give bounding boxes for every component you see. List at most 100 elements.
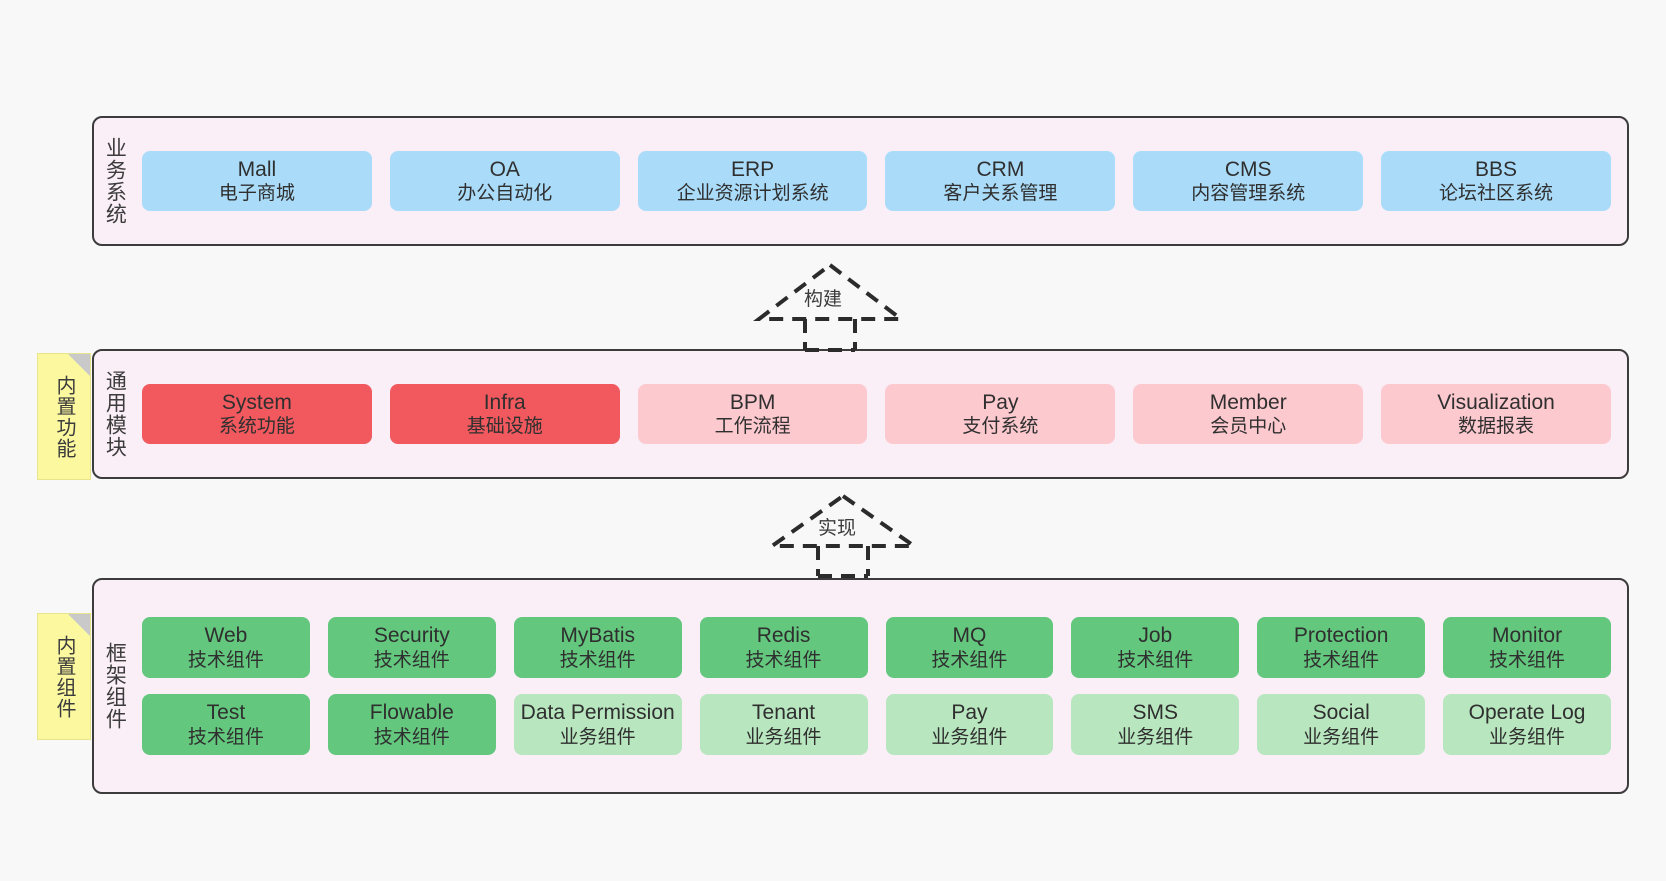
- card-title: Job: [1138, 624, 1173, 648]
- card-subtitle: 业务组件: [1303, 726, 1380, 748]
- card-bbs[interactable]: BBS 论坛社区系统: [1381, 150, 1611, 212]
- card-subtitle: 工作流程: [714, 416, 791, 438]
- card-title: Test: [206, 701, 246, 724]
- card-subtitle: 会员中心: [1210, 416, 1287, 438]
- card-title: Operate Log: [1468, 701, 1586, 724]
- card-subtitle: 企业资源计划系统: [676, 183, 829, 205]
- card-security[interactable]: Security 技术组件: [327, 617, 496, 678]
- card-subtitle: 技术组件: [559, 649, 636, 671]
- card-title: Flowable: [369, 701, 454, 724]
- card-subtitle: 技术组件: [1117, 649, 1194, 671]
- card-oa[interactable]: OA 办公自动化: [389, 150, 620, 212]
- card-job[interactable]: Job 技术组件: [1071, 617, 1240, 678]
- card-title: System: [221, 390, 292, 414]
- layer-common-module: 通用模块 System 系统功能 Infra 基础设施 BPM 工作流程 Pay…: [92, 349, 1629, 479]
- card-social[interactable]: Social 业务组件: [1257, 694, 1426, 755]
- layer-label-business-system: 业务系统: [103, 137, 127, 225]
- card-title: CRM: [976, 157, 1025, 181]
- layer-body-business-system: Mall 电子商城 OA 办公自动化 ERP 企业资源计划系统 CRM 客户关系…: [134, 118, 1627, 244]
- card-subtitle: 支付系统: [962, 416, 1039, 438]
- card-mall[interactable]: Mall 电子商城: [142, 150, 372, 212]
- card-title: Pay: [982, 390, 1019, 414]
- card-subtitle: 技术组件: [187, 649, 264, 671]
- card-data-permission[interactable]: Data Permission 业务组件: [513, 694, 682, 755]
- card-title: OA: [489, 157, 520, 181]
- card-mq[interactable]: MQ 技术组件: [885, 617, 1054, 678]
- card-title: Social: [1312, 701, 1370, 724]
- card-title: Data Permission: [520, 701, 675, 724]
- card-title: Visualization: [1437, 390, 1555, 414]
- card-subtitle: 业务组件: [1117, 726, 1194, 748]
- connector-build: 构建: [753, 262, 907, 352]
- card-title: BPM: [729, 390, 776, 414]
- connector-implement: 实现: [765, 493, 921, 578]
- generalization-arrow-icon: [765, 493, 921, 578]
- card-infra[interactable]: Infra 基础设施: [389, 383, 620, 445]
- card-system[interactable]: System 系统功能: [142, 383, 372, 445]
- card-subtitle: 办公自动化: [457, 183, 553, 205]
- card-tenant[interactable]: Tenant 业务组件: [699, 694, 868, 755]
- card-subtitle: 技术组件: [1303, 649, 1380, 671]
- card-test[interactable]: Test 技术组件: [142, 694, 310, 755]
- card-bpm[interactable]: BPM 工作流程: [637, 383, 868, 445]
- card-crm[interactable]: CRM 客户关系管理: [885, 150, 1116, 212]
- card-flowable[interactable]: Flowable 技术组件: [327, 694, 496, 755]
- card-title: Redis: [756, 624, 811, 648]
- card-member[interactable]: Member 会员中心: [1133, 383, 1364, 445]
- card-title: Protection: [1293, 624, 1389, 648]
- card-subtitle: 技术组件: [373, 649, 450, 671]
- card-web[interactable]: Web 技术组件: [142, 617, 310, 678]
- card-row-technical: Web 技术组件 Security 技术组件 MyBatis 技术组件 Redi…: [142, 617, 1611, 678]
- card-subtitle: 技术组件: [373, 726, 450, 748]
- card-pay-component[interactable]: Pay 业务组件: [885, 694, 1054, 755]
- card-erp[interactable]: ERP 企业资源计划系统: [637, 150, 868, 212]
- card-title: BBS: [1475, 157, 1518, 181]
- card-pay-module[interactable]: Pay 支付系统: [885, 383, 1116, 445]
- card-subtitle: 基础设施: [466, 416, 543, 438]
- card-title: SMS: [1132, 701, 1179, 724]
- card-title: MQ: [952, 624, 987, 648]
- connector-build-label: 构建: [801, 289, 846, 311]
- note-builtin-feature: 内置功能: [37, 353, 91, 480]
- card-cms[interactable]: CMS 内容管理系统: [1133, 150, 1364, 212]
- note-builtin-component: 内置组件: [37, 613, 91, 740]
- card-monitor[interactable]: Monitor 技术组件: [1443, 617, 1611, 678]
- card-operate-log[interactable]: Operate Log 业务组件: [1443, 694, 1611, 755]
- card-subtitle: 系统功能: [218, 416, 295, 438]
- card-title: CMS: [1224, 157, 1272, 181]
- card-subtitle: 内容管理系统: [1191, 183, 1306, 205]
- note-label: 内置组件: [53, 634, 75, 719]
- card-title: MyBatis: [560, 624, 636, 648]
- card-row: Mall 电子商城 OA 办公自动化 ERP 企业资源计划系统 CRM 客户关系…: [142, 150, 1611, 212]
- card-subtitle: 数据报表: [1458, 416, 1535, 438]
- card-subtitle: 业务组件: [931, 726, 1008, 748]
- card-row: System 系统功能 Infra 基础设施 BPM 工作流程 Pay 支付系统…: [142, 383, 1611, 445]
- layer-framework-component: 框架组件 Web 技术组件 Security 技术组件 MyBatis 技术组件…: [92, 578, 1629, 794]
- card-subtitle: 电子商城: [218, 183, 295, 205]
- card-title: Infra: [483, 390, 526, 414]
- card-sms[interactable]: SMS 业务组件: [1071, 694, 1240, 755]
- card-protection[interactable]: Protection 技术组件: [1257, 617, 1426, 678]
- card-subtitle: 客户关系管理: [943, 183, 1058, 205]
- layer-label-framework-component: 框架组件: [103, 642, 127, 730]
- card-redis[interactable]: Redis 技术组件: [699, 617, 868, 678]
- card-title: Monitor: [1492, 624, 1563, 648]
- card-title: Mall: [237, 157, 277, 181]
- card-subtitle: 业务组件: [745, 726, 822, 748]
- card-subtitle: 业务组件: [1489, 726, 1566, 748]
- card-title: Tenant: [752, 701, 816, 724]
- connector-implement-label: 实现: [815, 518, 860, 540]
- card-mybatis[interactable]: MyBatis 技术组件: [513, 617, 682, 678]
- card-title: Member: [1209, 390, 1287, 414]
- card-subtitle: 论坛社区系统: [1439, 183, 1554, 205]
- card-title: ERP: [730, 157, 775, 181]
- layer-body-common-module: System 系统功能 Infra 基础设施 BPM 工作流程 Pay 支付系统…: [134, 351, 1627, 477]
- card-title: Web: [204, 624, 248, 648]
- card-title: Pay: [951, 701, 988, 724]
- layer-business-system: 业务系统 Mall 电子商城 OA 办公自动化 ERP 企业资源计划系统 CRM…: [92, 116, 1629, 246]
- card-subtitle: 技术组件: [745, 649, 822, 671]
- card-title: Security: [373, 624, 450, 648]
- note-label: 内置功能: [53, 374, 75, 459]
- card-visualization[interactable]: Visualization 数据报表: [1381, 383, 1611, 445]
